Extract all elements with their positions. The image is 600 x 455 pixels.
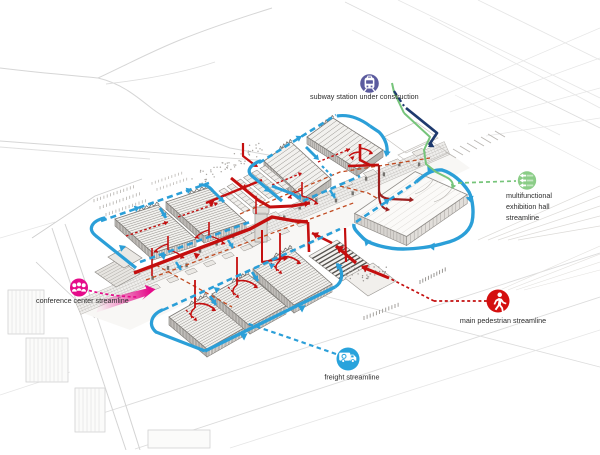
svg-text:exhibition hall: exhibition hall	[506, 202, 550, 211]
svg-text:streamline: streamline	[506, 213, 539, 222]
svg-text:main pedestrian streamline: main pedestrian streamline	[460, 316, 546, 325]
svg-text:multifunctional: multifunctional	[506, 191, 552, 200]
svg-text:subway station under construct: subway station under construction	[310, 92, 419, 101]
svg-text:freight streamline: freight streamline	[324, 373, 379, 382]
svg-text:conference center streamline: conference center streamline	[36, 296, 129, 305]
